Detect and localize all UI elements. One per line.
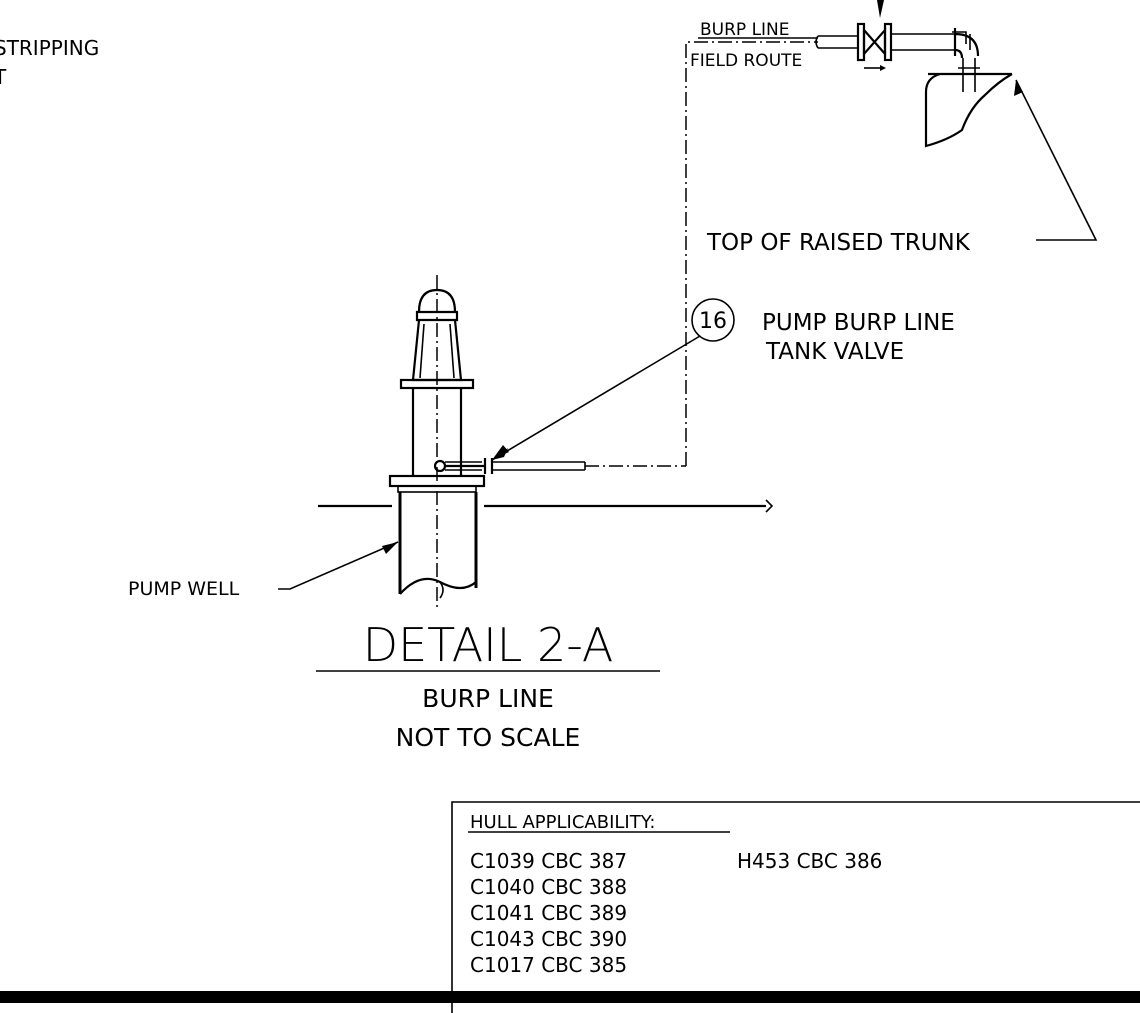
hull-applicability-heading: HULL APPLICABILITY: [470,812,655,833]
valve-arrow-icon [877,0,884,18]
detail-subtitle: BURP LINE [422,684,554,713]
stripping-note-line-2: T [0,65,7,89]
item-16-number: 16 [699,309,727,334]
pump-well-label: PUMP WELL [128,578,240,600]
hull-row-4: C1043 CBC 390 [470,927,627,951]
top-of-raised-trunk-leader [1015,79,1098,241]
top-of-raised-trunk-label: TOP OF RAISED TRUNK [706,230,971,256]
burp-line-upper-assembly [685,0,1013,466]
item-16-balloon [691,298,735,342]
hull-row-5: C1017 CBC 385 [470,953,627,977]
detail-title: DETAIL 2-A [363,618,614,672]
pump-burp-line-label: PUMP BURP LINE [762,310,955,336]
tank-valve-label: TANK VALVE [765,339,904,365]
hull-row-3: C1041 CBC 389 [470,901,627,925]
field-route-label: FIELD ROUTE [690,51,802,71]
hull-applicability-table: HULL APPLICABILITY: C1039 CBC 387 C1040 … [451,801,1140,1013]
hull-row-1-col-2: H453 CBC 386 [737,849,882,873]
hull-row-1: C1039 CBC 387 [470,849,627,873]
flow-arrow-icon [880,65,886,71]
pump-well-leader [278,541,399,590]
burp-line-label: BURP LINE [700,20,790,40]
hull-row-2: C1040 CBC 388 [470,875,627,899]
item-16-leader [491,335,701,461]
detail-scale: NOT TO SCALE [396,723,581,752]
field-route-line [685,41,818,466]
bottom-border [0,991,1140,1003]
stripping-note-line-1: STRIPPING [0,36,99,60]
